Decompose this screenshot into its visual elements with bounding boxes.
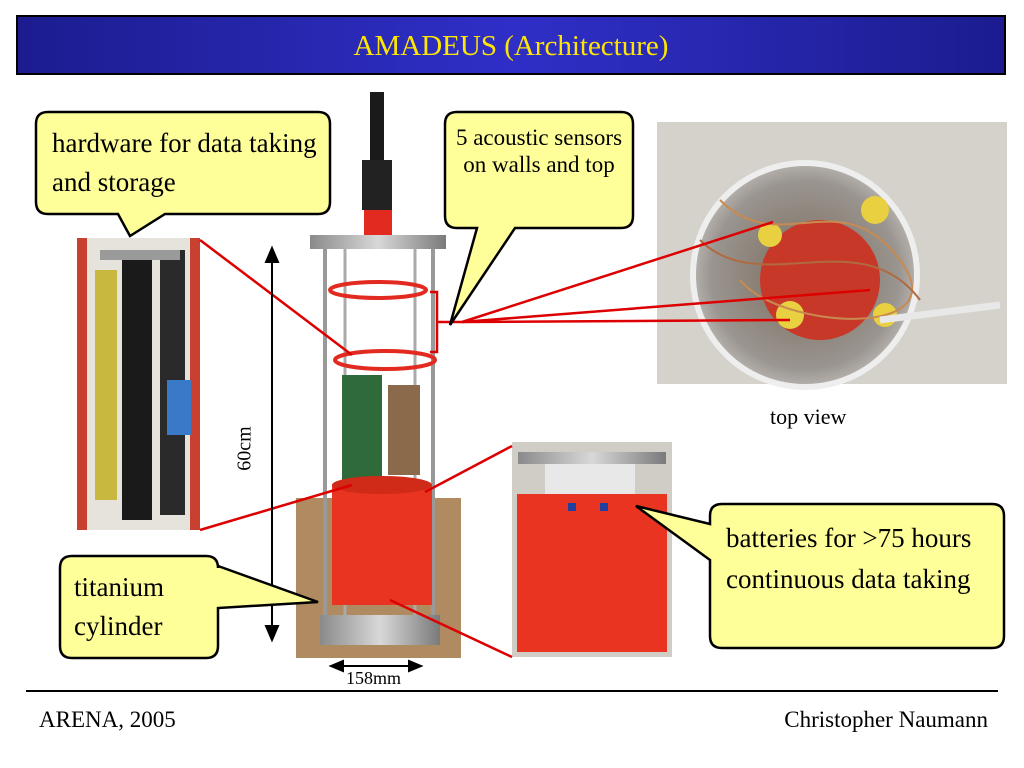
width-dimension-arrow — [328, 659, 424, 673]
instrument-photo — [296, 92, 461, 658]
footer-left: ARENA, 2005 — [39, 707, 176, 732]
width-label: 158mm — [346, 668, 402, 688]
callout-sensors-bubble — [443, 110, 635, 326]
hardware-photo — [77, 238, 200, 530]
callout-hardware-bubble — [34, 110, 332, 238]
callout-batteries-text: batteries for >75 hours continuous data … — [726, 523, 972, 594]
callout-cylinder-text: titanium cylinder — [74, 572, 164, 641]
top-view-photo — [657, 122, 1007, 390]
callout-batteries-bubble — [635, 502, 1006, 650]
callout-sensors-text: 5 acoustic sensors on walls and top — [455, 125, 623, 177]
callout-hardware-text: hardware for data taking and storage — [52, 128, 317, 197]
pointer-lines — [199, 220, 871, 659]
title-bar: AMADEUS (Architecture) — [16, 15, 1006, 75]
top-view-label: top view — [770, 404, 847, 429]
callout-cylinder-bubble — [58, 554, 319, 660]
battery-photo — [512, 442, 672, 657]
footer-right: Christopher Naumann — [784, 707, 988, 732]
slide-title: AMADEUS (Architecture) — [353, 30, 669, 62]
height-label: 60cm — [233, 426, 256, 471]
height-dimension-arrow — [264, 245, 280, 643]
